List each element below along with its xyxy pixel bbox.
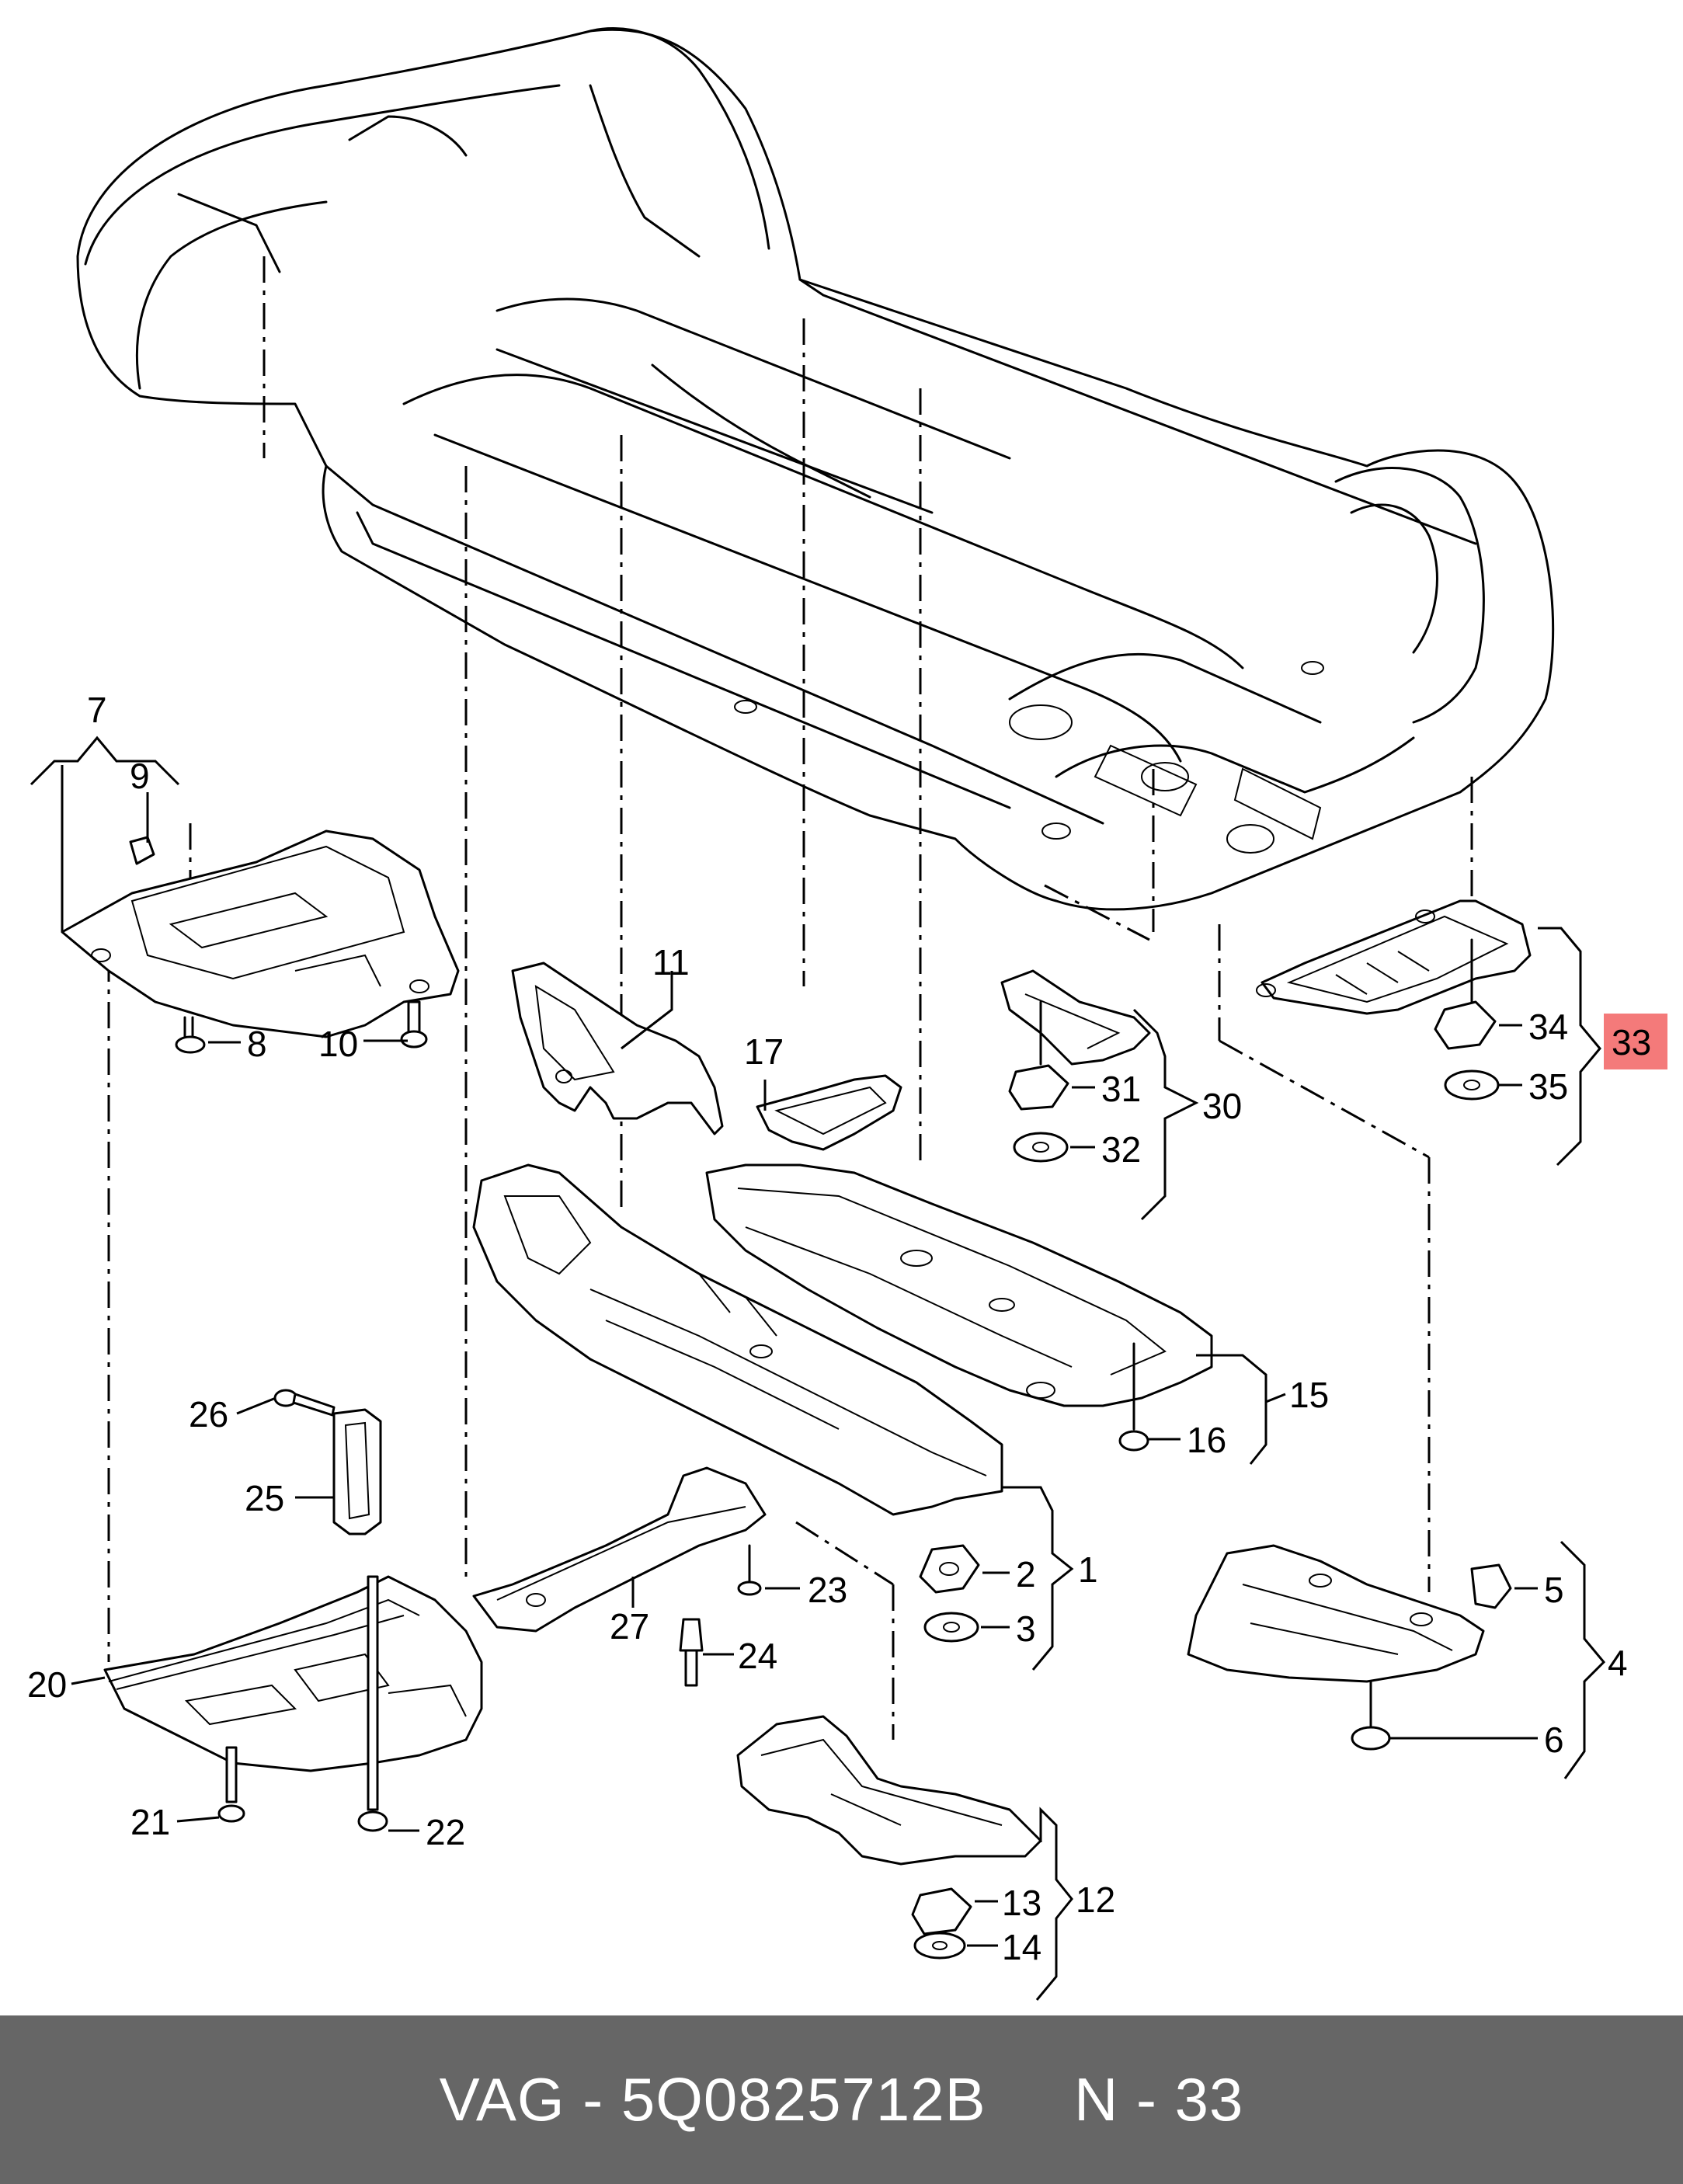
part-26-bolt [737,1544,762,1596]
callout-3: 3 [1016,1608,1036,1649]
part-16-clip [1118,1342,1149,1452]
assembly-lines [107,256,1473,1740]
callout-14: 14 [1002,1927,1041,1967]
part-3-nut [923,1612,979,1643]
part-25-bracket [472,1466,767,1633]
part-14-nut [913,1932,966,1960]
callout-26: 23 [808,1570,847,1610]
part-30-bracket [1000,969,1151,1066]
part-1-underbody-panel [472,1163,1003,1516]
exploded-parts-diagram: 7 9 8 10 11 17 30 31 32 33 34 35 15 16 1… [27,27,1667,2001]
part-20-engine-guard [103,1575,483,1772]
part-6-nut [1351,1680,1391,1751]
callout-34: 34 [1528,1007,1568,1047]
vehicle-underbody [76,27,1555,911]
part-10-bolt [400,1000,428,1049]
callout-35: 35 [1528,1066,1568,1107]
footer-part-number-text: VAG - 5Q0825712B N - 33 [439,2065,1244,2134]
callout-7: 7 [87,690,107,730]
callout-20: 20 [27,1664,67,1705]
callout-25: 27 [610,1606,649,1647]
part-22-bolt [357,1575,388,1832]
callout-5: 5 [1544,1570,1564,1610]
part-4-guard [1187,1544,1485,1683]
callout-22: 22 [426,1812,465,1852]
part-12-heat-shield [736,1715,1042,1866]
callout-2: 2 [1016,1554,1036,1595]
part-5-clip [1470,1563,1512,1609]
part-27-clip [679,1618,704,1687]
callout-11: 11 [652,942,690,982]
callout-31: 31 [1101,1069,1141,1109]
callout-8: 8 [247,1024,267,1064]
part-15-tunnel-panel [705,1163,1213,1407]
part-33-underbody-guard [1256,899,1532,1015]
part-9-clip [129,836,155,865]
highlight-box-33 [1604,1014,1667,1069]
part-13-nut [911,1887,972,1935]
callout-9: 9 [130,756,150,796]
callout-15: 15 [1289,1375,1329,1415]
callout-12: 12 [1076,1880,1115,1920]
callout-labels: 7 9 8 10 11 17 30 31 32 33 34 35 15 16 1… [27,690,1667,1967]
callout-32: 32 [1101,1129,1141,1170]
part-11-panel [511,962,724,1135]
callout-17: 17 [744,1031,784,1072]
part-number-footer: VAG - 5Q0825712B N - 33 [0,2015,1683,2184]
callout-21: 21 [130,1802,170,1842]
callout-16: 16 [1187,1420,1226,1460]
part-17-bracket [756,1074,902,1151]
callout-30: 30 [1202,1086,1242,1126]
part-23-bracket [332,1408,382,1535]
callout-27: 24 [738,1636,777,1676]
callout-6: 6 [1544,1720,1564,1760]
part-24-bolt [273,1389,336,1417]
part-2-nut [919,1544,980,1594]
part-34-nut [1434,938,1497,1050]
part-31-nut [1008,1000,1069,1111]
callout-33: 33 [1612,1022,1651,1062]
callout-13: 13 [1002,1883,1041,1923]
part-21-bolt [217,1746,245,1823]
callout-1: 1 [1078,1549,1098,1590]
callout-10: 10 [318,1024,358,1064]
part-7-engine-guard [61,829,460,1038]
callout-23: 25 [245,1478,284,1518]
part-32-nut [1013,1132,1069,1163]
callout-4: 4 [1608,1643,1628,1683]
part-8-bolt [175,1016,206,1054]
leader-lines [30,736,1606,2001]
callout-24: 26 [189,1394,228,1435]
part-35-nut [1444,1069,1500,1101]
